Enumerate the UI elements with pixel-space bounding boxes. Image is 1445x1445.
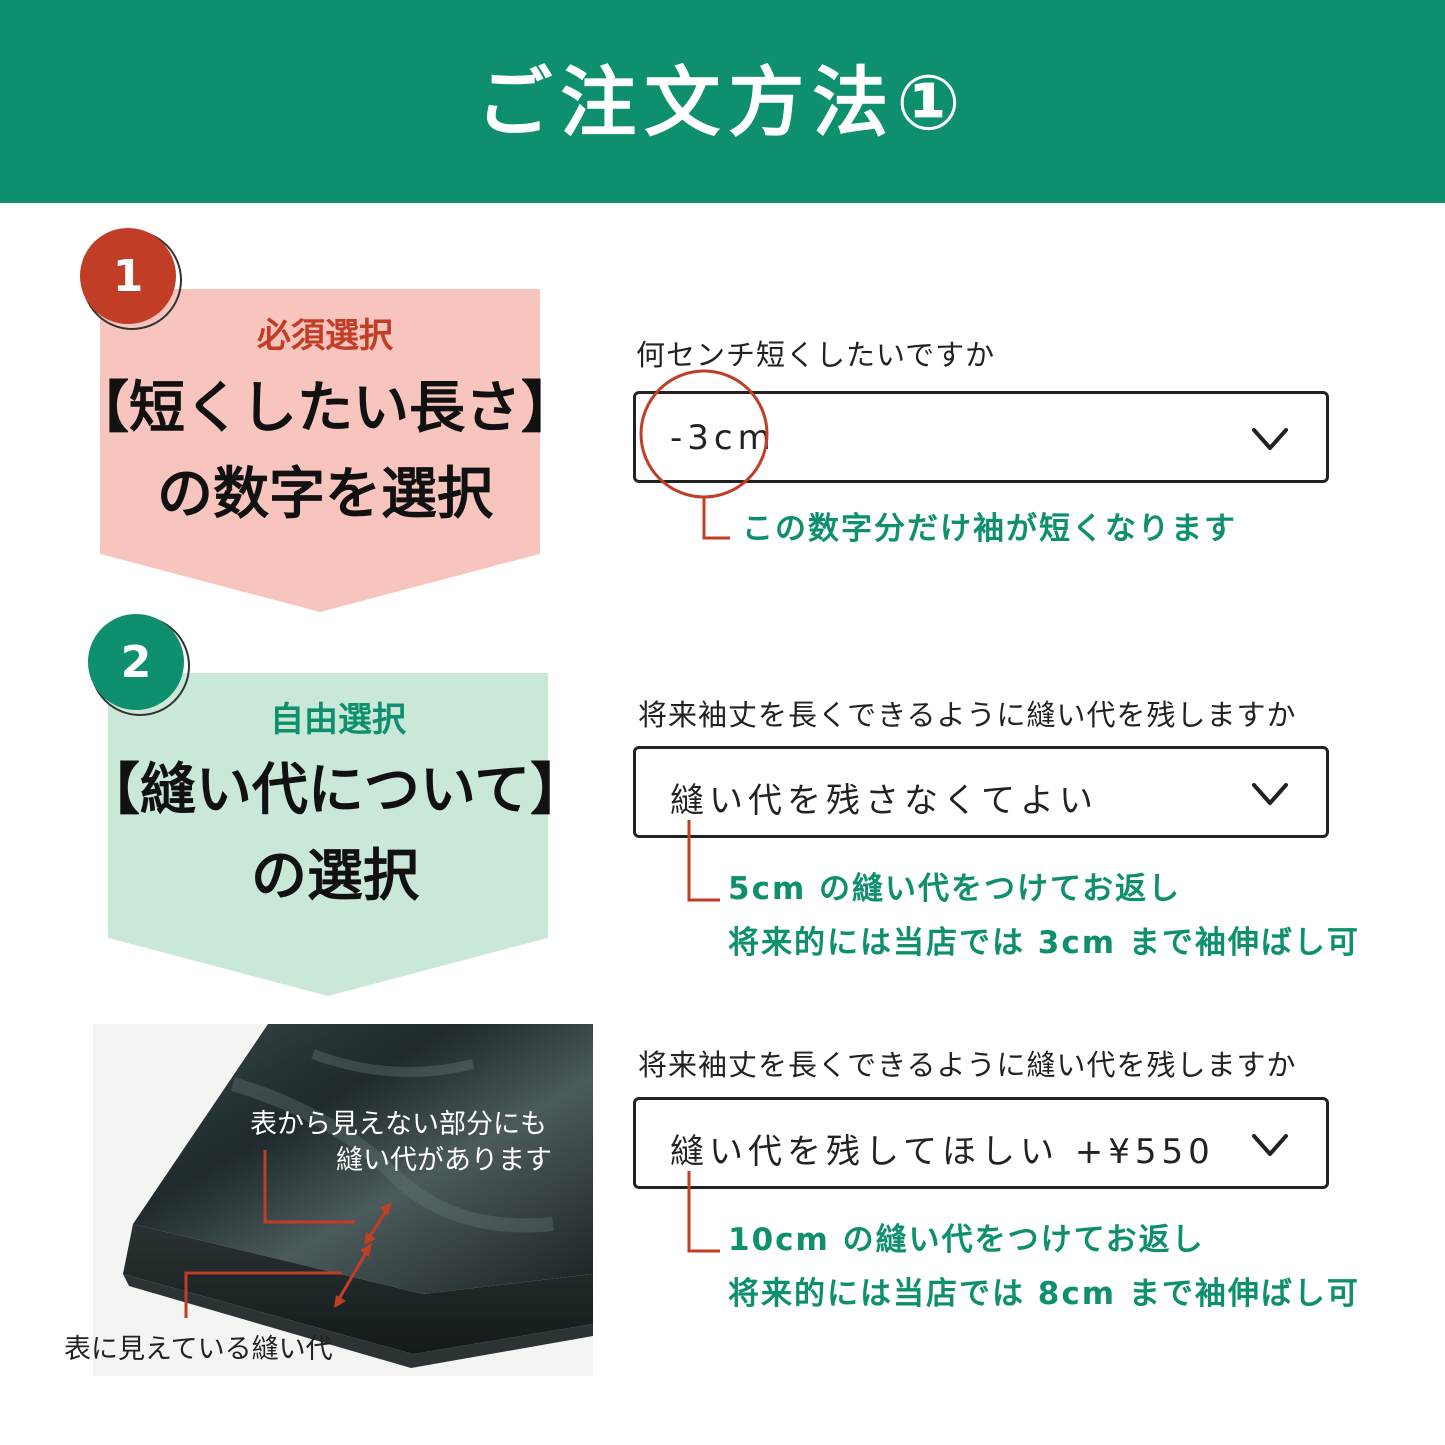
header-bar: ご注文方法① (0, 0, 1445, 203)
step1-badge: 1 (80, 228, 176, 324)
chevron-down-icon (1252, 428, 1288, 450)
select3-note-line2: 将来的には当店では 8cm まで袖伸ばし可 (728, 1276, 1360, 1312)
select3-note-line1: 10cm の縫い代をつけてお返し (728, 1222, 1205, 1258)
seam-allowance-select-2-value: 縫い代を残してほしい +¥550 (670, 1132, 1215, 1172)
select2-note: 5cm の縫い代をつけてお返し 将来的には当店では 3cm まで袖伸ばし可 (728, 862, 1360, 970)
seam-allowance-select-1-value: 縫い代を残さなくてよい (670, 781, 1098, 821)
step1-tag: 必須選択 (257, 316, 393, 356)
select1-label: 何センチ短くしたいですか (636, 338, 996, 372)
select3-label: 将来袖丈を長くできるように縫い代を残しますか (638, 1048, 1297, 1082)
select2-label: 将来袖丈を長くできるように縫い代を残しますか (638, 698, 1297, 732)
step1-title-line1: 【短くしたい長さ】 (73, 376, 577, 441)
step2-tag: 自由選択 (270, 700, 406, 740)
caption-visible: 表に見えている縫い代 (64, 1334, 333, 1365)
step1-banner (100, 289, 540, 612)
seam-allowance-select-1[interactable]: 縫い代を残さなくてよい (633, 746, 1329, 838)
sleeve-photo (93, 1024, 593, 1376)
select2-note-line2: 将来的には当店では 3cm まで袖伸ばし可 (728, 925, 1360, 961)
seam-allowance-select-2[interactable]: 縫い代を残してほしい +¥550 (633, 1097, 1329, 1189)
photo-annotation-lines (184, 1150, 392, 1318)
select1-note: この数字分だけ袖が短くなります (742, 511, 1237, 547)
caption-hidden-line1: 表から見えない部分にも (250, 1109, 547, 1140)
step2-title: 【縫い代について】 の選択 (70, 748, 600, 920)
step2-title-line2: の選択 (251, 844, 419, 909)
step2-title-line1: 【縫い代について】 (83, 758, 587, 823)
select3-connector (687, 1171, 720, 1253)
select2-connector (687, 820, 720, 902)
length-select[interactable]: -3cm (633, 391, 1329, 483)
select2-note-line1: 5cm の縫い代をつけてお返し (728, 871, 1182, 907)
page-title: ご注文方法① (476, 58, 969, 147)
select3-note: 10cm の縫い代をつけてお返し 将来的には当店では 8cm まで袖伸ばし可 (728, 1213, 1360, 1321)
highlight-circle (639, 369, 769, 540)
chevron-down-icon (1252, 783, 1288, 805)
length-select-value: -3cm (670, 418, 776, 458)
chevron-down-icon (1252, 1134, 1288, 1156)
step1-title: 【短くしたい長さ】 の数字を選択 (60, 366, 590, 538)
step1-title-line2: の数字を選択 (157, 462, 493, 527)
sleeve-illustration (93, 1024, 593, 1376)
step2-badge: 2 (88, 614, 184, 710)
caption-hidden-line2: 縫い代があります (336, 1145, 552, 1176)
step2-banner (108, 673, 548, 996)
